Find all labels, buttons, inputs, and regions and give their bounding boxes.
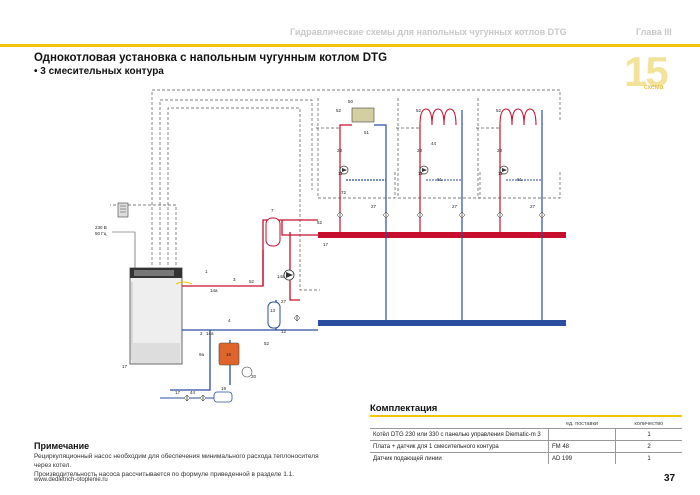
boiler-return-pipe xyxy=(170,300,318,391)
svg-text:72: 72 xyxy=(341,190,347,195)
komplektaciya-table: ед. поставки количество Котёл DTG 230 ил… xyxy=(370,419,682,464)
svg-text:27: 27 xyxy=(281,299,287,304)
return-header-bar xyxy=(318,320,566,326)
svg-text:52: 52 xyxy=(249,279,255,284)
svg-text:52: 52 xyxy=(264,341,270,346)
filter-19 xyxy=(213,391,233,403)
table-row: Датчик подающей линии AD 199 1 xyxy=(370,452,682,464)
svg-text:2: 2 xyxy=(200,331,203,336)
svg-text:50: 50 xyxy=(348,99,354,104)
svg-text:13: 13 xyxy=(270,308,276,313)
page-subtitle: • 3 смесительных контура xyxy=(34,66,164,77)
heating-circuit-1 xyxy=(339,107,387,320)
power-label-2: 50 Гц xyxy=(95,231,107,236)
svg-text:61: 61 xyxy=(437,177,443,182)
svg-text:27: 27 xyxy=(371,204,377,209)
svg-text:14a: 14a xyxy=(277,274,285,279)
note-line-1: Рециркуляционный насос необходим для обе… xyxy=(34,453,319,469)
svg-text:9a: 9a xyxy=(199,352,205,357)
svg-text:19: 19 xyxy=(221,386,227,391)
svg-text:12: 12 xyxy=(281,329,287,334)
chapter-badge-number: 15 xyxy=(624,48,669,95)
radiator-icon xyxy=(351,107,375,123)
page-number: 37 xyxy=(664,473,676,484)
boiler-supply-pipe xyxy=(182,219,318,301)
supply-header-bar xyxy=(318,232,566,238)
svg-text:44: 44 xyxy=(431,141,437,146)
svg-text:3: 3 xyxy=(233,277,236,282)
svg-text:1: 1 xyxy=(205,269,208,274)
svg-text:4: 4 xyxy=(228,318,231,323)
heating-circuit-2 xyxy=(419,108,463,320)
controller-box xyxy=(117,202,129,218)
svg-text:11: 11 xyxy=(338,171,343,176)
svg-text:14a: 14a xyxy=(206,331,214,336)
component-numbers: 50 51 52 52 52 52 52 52 23 23 23 11 11 1… xyxy=(122,99,536,395)
svg-text:27: 27 xyxy=(530,204,536,209)
footer-url-link[interactable]: www.dedietrich-otoplenie.ru xyxy=(34,477,108,483)
valves xyxy=(183,211,546,402)
svg-text:51: 51 xyxy=(364,130,370,135)
svg-text:17: 17 xyxy=(323,242,329,247)
svg-text:23: 23 xyxy=(497,148,503,153)
svg-text:52: 52 xyxy=(496,108,502,113)
chapter-label: Глава III xyxy=(636,27,672,37)
control-wiring xyxy=(110,89,561,291)
note-text: Рециркуляционный насос необходим для обе… xyxy=(34,452,334,479)
svg-text:23: 23 xyxy=(337,148,343,153)
svg-text:20: 20 xyxy=(251,374,257,379)
boiler-dtg xyxy=(129,267,193,365)
svg-text:17: 17 xyxy=(175,390,181,395)
svg-text:17: 17 xyxy=(122,364,128,369)
svg-text:7: 7 xyxy=(271,208,274,213)
svg-text:44: 44 xyxy=(190,390,196,395)
svg-text:11: 11 xyxy=(418,171,423,176)
note-title: Примечание xyxy=(34,441,90,451)
komplektaciya-divider xyxy=(370,415,682,417)
header-divider xyxy=(0,44,700,47)
svg-text:14a: 14a xyxy=(210,288,218,293)
table-row: Котёл DTG 230 или 330 с панелью управлен… xyxy=(370,428,682,441)
svg-text:16: 16 xyxy=(226,352,232,357)
svg-text:52: 52 xyxy=(336,108,342,113)
page-title: Однокотловая установка с напольным чугун… xyxy=(34,52,388,64)
separator-12 xyxy=(267,301,281,329)
meter-20 xyxy=(241,366,253,378)
chapter-badge-word: схема xyxy=(644,84,664,91)
note-line-2: Производительность насоса рассчитывается… xyxy=(34,471,295,478)
svg-text:11: 11 xyxy=(498,171,503,176)
svg-text:52: 52 xyxy=(416,108,422,113)
svg-text:27: 27 xyxy=(452,204,458,209)
svg-text:52: 52 xyxy=(317,220,323,225)
table-row: Плата + датчик для 1 смесительного конту… xyxy=(370,440,682,453)
svg-text:61: 61 xyxy=(517,177,523,182)
komplektaciya-title: Комплектация xyxy=(370,403,438,414)
section-title: Гидравлические схемы для напольных чугун… xyxy=(290,27,567,37)
expansion-vessel-16 xyxy=(218,342,240,366)
table-header-row: ед. поставки количество xyxy=(566,420,664,427)
heating-circuit-3 xyxy=(499,108,543,320)
svg-text:23: 23 xyxy=(417,148,423,153)
expansion-tank-6 xyxy=(265,217,281,247)
power-label-1: 230 В xyxy=(95,225,107,230)
